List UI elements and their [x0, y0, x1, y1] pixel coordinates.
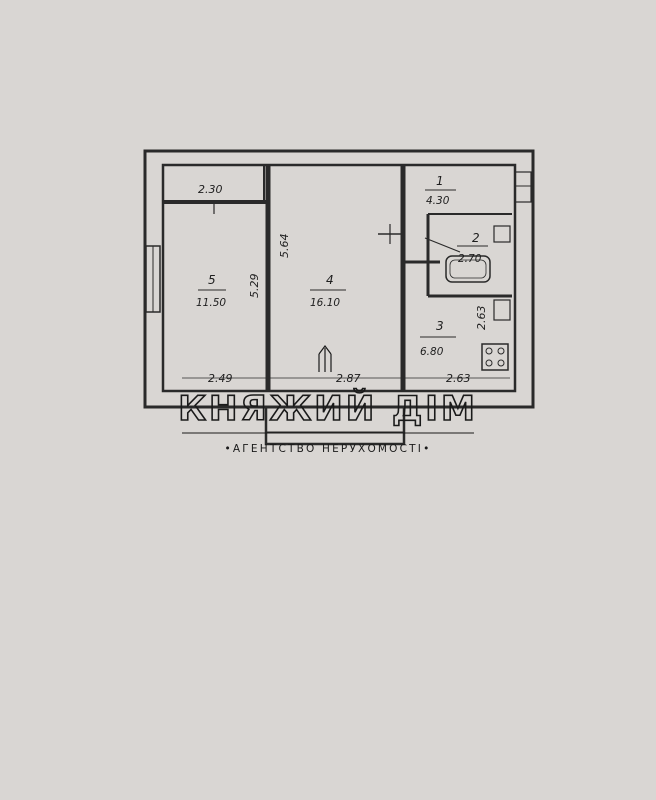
bathtub	[445, 255, 491, 283]
watermark: КНЯЖИЙ ДІМ •АГЕНТСТВО НЕРУХОМОСТІ•	[177, 345, 478, 455]
watermark-title: КНЯЖИЙ ДІМ	[178, 388, 478, 429]
watermark-logo-icon	[318, 345, 332, 372]
room-number-2: 2	[472, 231, 480, 245]
door-mark	[424, 237, 461, 253]
watermark-subtitle: •АГЕНТСТВО НЕРУХОМОСТІ•	[225, 443, 432, 455]
room-area-2: 2.70	[458, 253, 482, 265]
room-area-4: 16.10	[310, 297, 340, 309]
closet-dim: 2.30	[198, 183, 223, 196]
stove-burner	[497, 347, 505, 355]
dim-depth-room4: 5.64	[278, 234, 291, 259]
dim-depth-room5: 5.29	[248, 274, 261, 299]
room-number-3: 3	[436, 319, 444, 333]
room-number-1: 1	[436, 174, 444, 188]
stove-burner	[485, 359, 493, 367]
stove-burner	[485, 347, 493, 355]
dim-bottom-left: 2.49	[208, 372, 233, 385]
outer-wall	[143, 149, 535, 409]
sink	[493, 225, 511, 243]
window-right	[514, 171, 532, 203]
stove	[481, 343, 509, 371]
room-area-1: 4.30	[426, 195, 450, 207]
room-area-5: 11.50	[196, 297, 226, 309]
dim-bottom-right: 2.63	[446, 372, 471, 385]
room-area-3: 6.80	[420, 346, 444, 358]
walls	[143, 149, 535, 446]
dim-bottom-mid: 2.87	[336, 372, 361, 385]
dim-depth-room3: 2.63	[475, 306, 488, 331]
toilet	[493, 299, 511, 321]
stove-burner	[497, 359, 505, 367]
room-number-4: 4	[326, 273, 334, 287]
balcony	[264, 407, 406, 446]
bathtub-inner	[449, 259, 487, 279]
room-number-5: 5	[208, 273, 216, 287]
inner-wall-outline	[161, 163, 517, 393]
